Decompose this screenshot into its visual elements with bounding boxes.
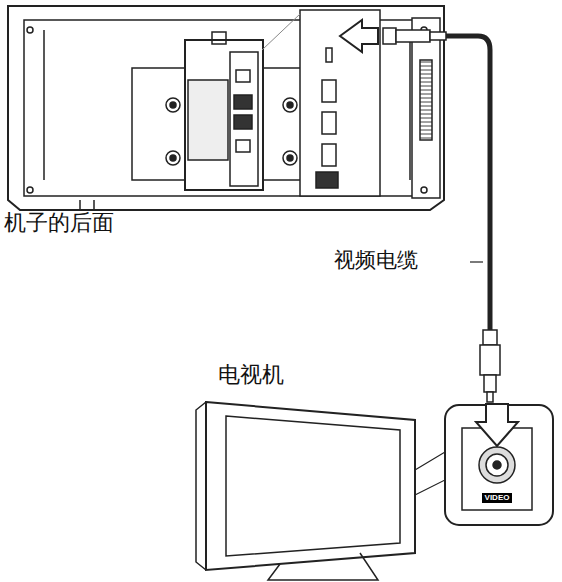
unit-caption: 机子的后面 — [4, 212, 114, 234]
jack-callout — [415, 404, 553, 525]
unit-back — [8, 6, 444, 210]
cable-label: 视频电缆 — [334, 250, 418, 271]
tv-label: 电视机 — [218, 364, 284, 386]
television — [196, 402, 415, 580]
insert-arrow — [340, 20, 378, 52]
jack-tag: VIDEO — [482, 493, 513, 503]
video-cable — [383, 28, 500, 402]
